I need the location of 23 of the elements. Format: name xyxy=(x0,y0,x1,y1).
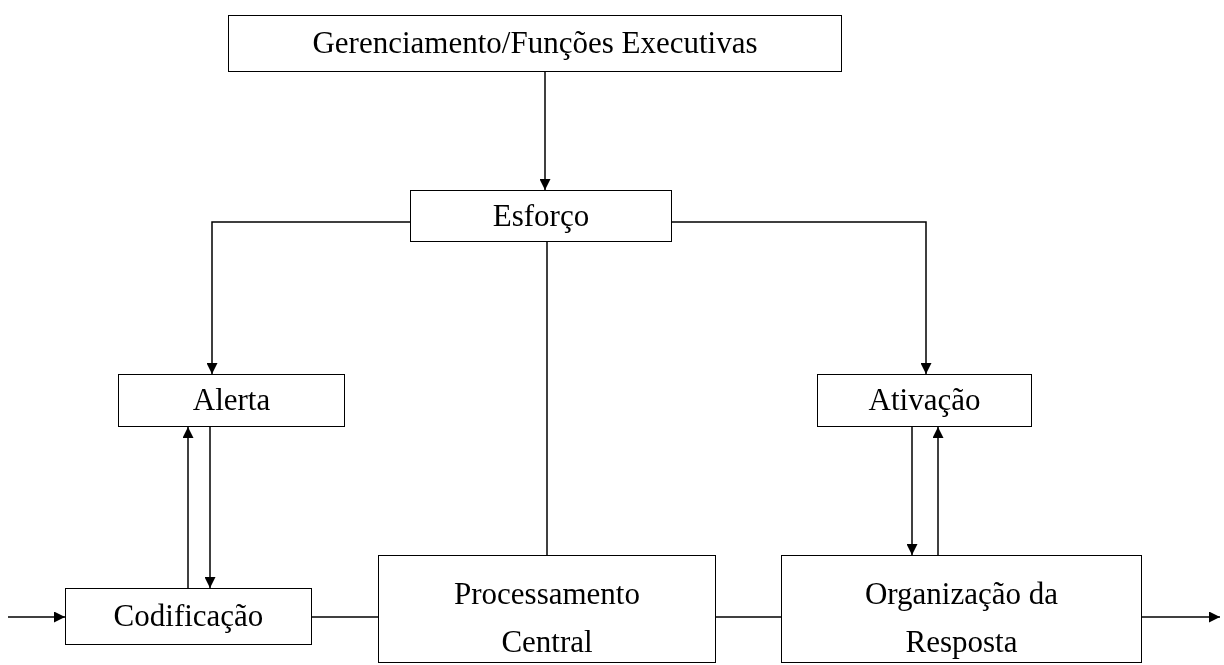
arrow xyxy=(7,611,66,623)
box-label: Processamento Central xyxy=(453,575,641,662)
box-label: Ativação xyxy=(868,381,981,420)
arrow xyxy=(539,71,551,191)
process-box xyxy=(781,555,1142,663)
process-box xyxy=(378,555,716,663)
arrow xyxy=(182,426,194,589)
box-label: Esforço xyxy=(492,196,590,235)
process-box xyxy=(817,374,1032,427)
arrow xyxy=(906,426,918,556)
arrow xyxy=(204,426,216,589)
arrow xyxy=(932,426,944,556)
process-box xyxy=(410,190,672,242)
arrow xyxy=(671,221,932,375)
box-label: Codificação xyxy=(113,597,264,636)
process-box xyxy=(65,588,312,645)
box-label: Alerta xyxy=(192,381,271,420)
box-label: Organização da Resposta xyxy=(863,575,1060,662)
process-box xyxy=(118,374,345,427)
process-box xyxy=(228,15,842,72)
box-label: Gerenciamento/Funções Executivas xyxy=(312,24,758,63)
arrow xyxy=(206,221,411,375)
arrow xyxy=(1141,611,1221,623)
